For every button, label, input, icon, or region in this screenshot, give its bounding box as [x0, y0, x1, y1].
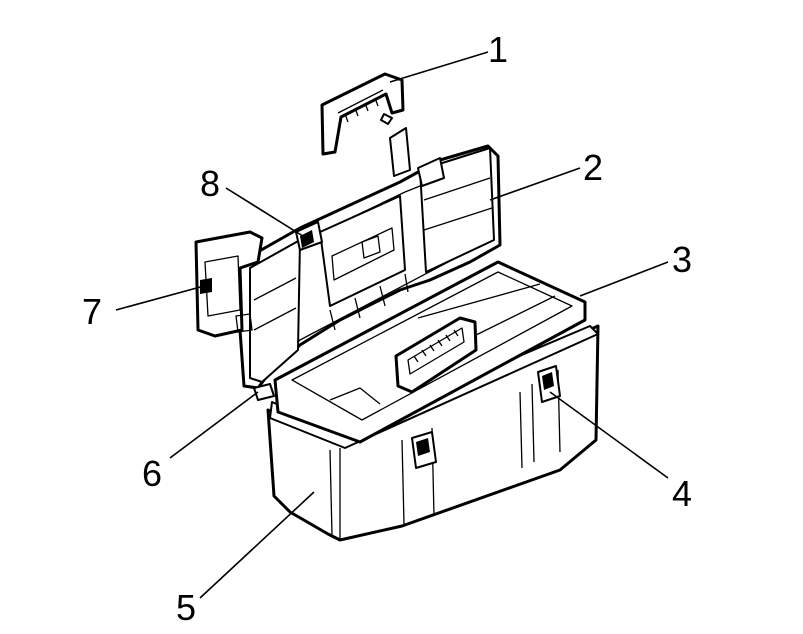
callout-7: 7: [82, 291, 102, 332]
callout-numbers: 1 2 3 4 5 6 7 8: [82, 29, 692, 628]
tray-part: [273, 260, 587, 444]
callout-5: 5: [176, 587, 196, 628]
lid-part: [238, 127, 502, 390]
latch-part: [411, 365, 561, 469]
callout-3: 3: [672, 239, 692, 280]
callout-8: 8: [200, 163, 220, 204]
hinge-part: [253, 383, 275, 401]
leader-6: [169, 391, 259, 459]
leader-3: [579, 261, 669, 297]
leader-8: [225, 187, 307, 239]
callout-1: 1: [488, 29, 508, 70]
lid-latch-part: [300, 230, 314, 248]
leader-2: [489, 167, 581, 201]
leader-lines: [115, 51, 669, 599]
side-clip-part: [194, 230, 264, 338]
leader-7: [115, 285, 205, 311]
callout-6: 6: [142, 453, 162, 494]
leader-5: [199, 491, 315, 599]
callout-2: 2: [583, 147, 603, 188]
leader-4: [549, 391, 669, 479]
callout-4: 4: [672, 473, 692, 514]
leader-1: [389, 51, 489, 83]
handle-part: [320, 72, 405, 156]
